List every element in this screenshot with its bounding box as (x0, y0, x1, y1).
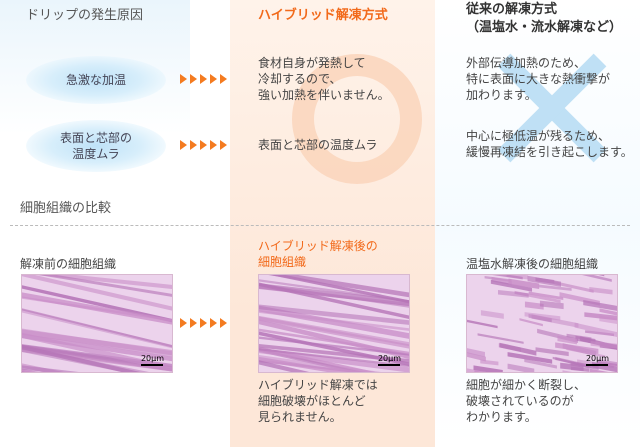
conventional-column-title: 従来の解凍方式 （温塩水・流水解凍など） (466, 2, 623, 35)
micrograph-hybrid: 20μm (258, 274, 410, 373)
section-title: 細胞組織の比較 (20, 201, 112, 216)
caption-conventional-thaw: 温塩水解凍後の細胞組織 (466, 257, 599, 271)
cause-column-title: ドリップの発生原因 (26, 8, 144, 23)
triangle-arrow-icon (180, 140, 227, 150)
section-divider (10, 225, 630, 226)
triangle-arrow-icon (180, 74, 227, 84)
caption-before-thaw: 解凍前の細胞組織 (20, 257, 117, 271)
triangle-arrow-icon (180, 318, 227, 328)
micrograph-conventional: 20μm (466, 274, 618, 373)
cross-mark-icon (497, 53, 607, 163)
scale-bar: 20μm (140, 354, 164, 366)
hybrid-result-text: ハイブリッド解凍では 細胞破壊がほとんど 見られません。 (258, 378, 378, 424)
scale-bar: 20μm (585, 354, 609, 366)
caption-hybrid-thaw: ハイブリッド解凍後の 細胞組織 (258, 239, 378, 269)
hybrid-heating-text: 食材自身が発熱して 冷却するので、 強い加熱を伴いません。 (258, 56, 390, 102)
hybrid-column-title: ハイブリッド解凍方式 (258, 8, 388, 23)
hybrid-unevenness-text: 表面と芯部の温度ムラ (258, 138, 378, 152)
cause-temperature-unevenness: 表面と芯部の温度ムラ (26, 120, 166, 172)
micrograph-before: 20μm (21, 274, 173, 373)
scale-bar: 20μm (377, 354, 401, 366)
cause-rapid-heating: 急激な加温 (26, 56, 166, 104)
conventional-heating-text: 外部伝導加熱のため、 特に表面に大きな熱衝撃が 加わります。 (466, 56, 611, 102)
conventional-result-text: 細胞が細かく断裂し、 破壊されているのが わかります。 (466, 378, 587, 424)
conventional-unevenness-text: 中心に極低温が残るため、 緩慢再凍結を引き起こします。 (466, 129, 633, 159)
